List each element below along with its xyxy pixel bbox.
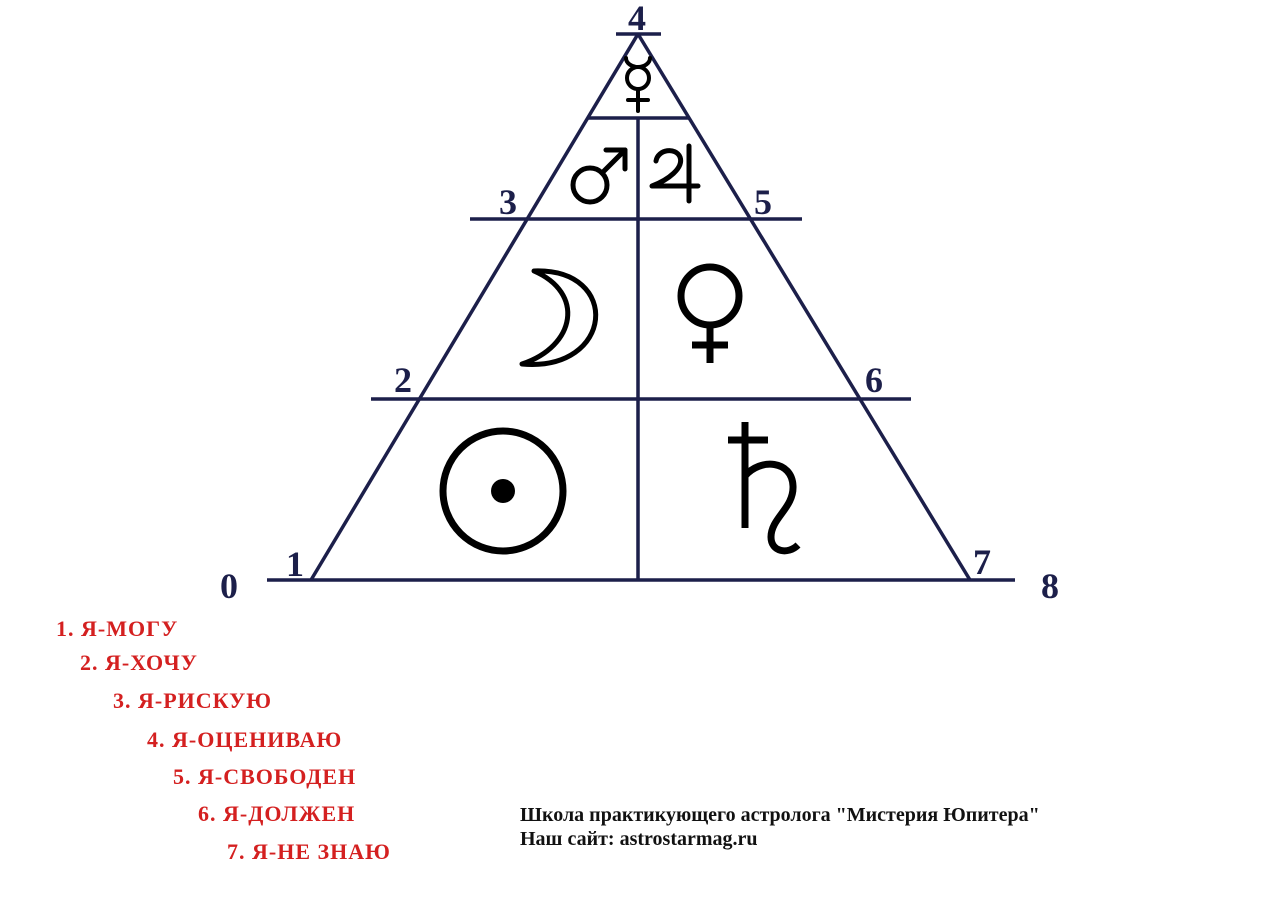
point-label-1: 1: [286, 544, 304, 584]
legend-item-2: 2. Я-ХОЧУ: [80, 650, 198, 675]
point-label-8: 8: [1041, 566, 1059, 606]
mars-symbol: [570, 147, 628, 205]
point-label-0: 0: [220, 566, 238, 606]
point-label-6: 6: [865, 360, 883, 400]
sun-symbol: [439, 427, 567, 555]
point-label-3: 3: [499, 182, 517, 222]
point-label-7: 7: [973, 542, 991, 582]
right-side: [636, 33, 972, 581]
legend-item-5: 5. Я-СВОБОДЕН: [173, 764, 357, 789]
site-link[interactable]: Наш сайт: astrostarmag.ru: [520, 828, 758, 850]
legend-item-4: 4. Я-ОЦЕНИВАЮ: [147, 727, 343, 752]
point-label-2: 2: [394, 360, 412, 400]
school-name: Школа практикующего астролога "Мистерия …: [520, 804, 1040, 826]
legend-item-3: 3. Я-РИСКУЮ: [113, 688, 273, 713]
venus-symbol: [677, 263, 743, 363]
jupiter-symbol: [649, 143, 701, 204]
point-label-4: 4: [628, 0, 646, 38]
legend-item-7: 7. Я-НЕ ЗНАЮ: [227, 839, 391, 864]
moon-symbol: [519, 268, 599, 367]
saturn-symbol: [728, 422, 801, 555]
legend-item-6: 6. Я-ДОЛЖЕН: [198, 801, 356, 826]
mercury-symbol: [624, 56, 652, 113]
legend-item-1: 1. Я-МОГУ: [56, 616, 179, 641]
left-side: [309, 33, 640, 581]
point-label-5: 5: [754, 182, 772, 222]
